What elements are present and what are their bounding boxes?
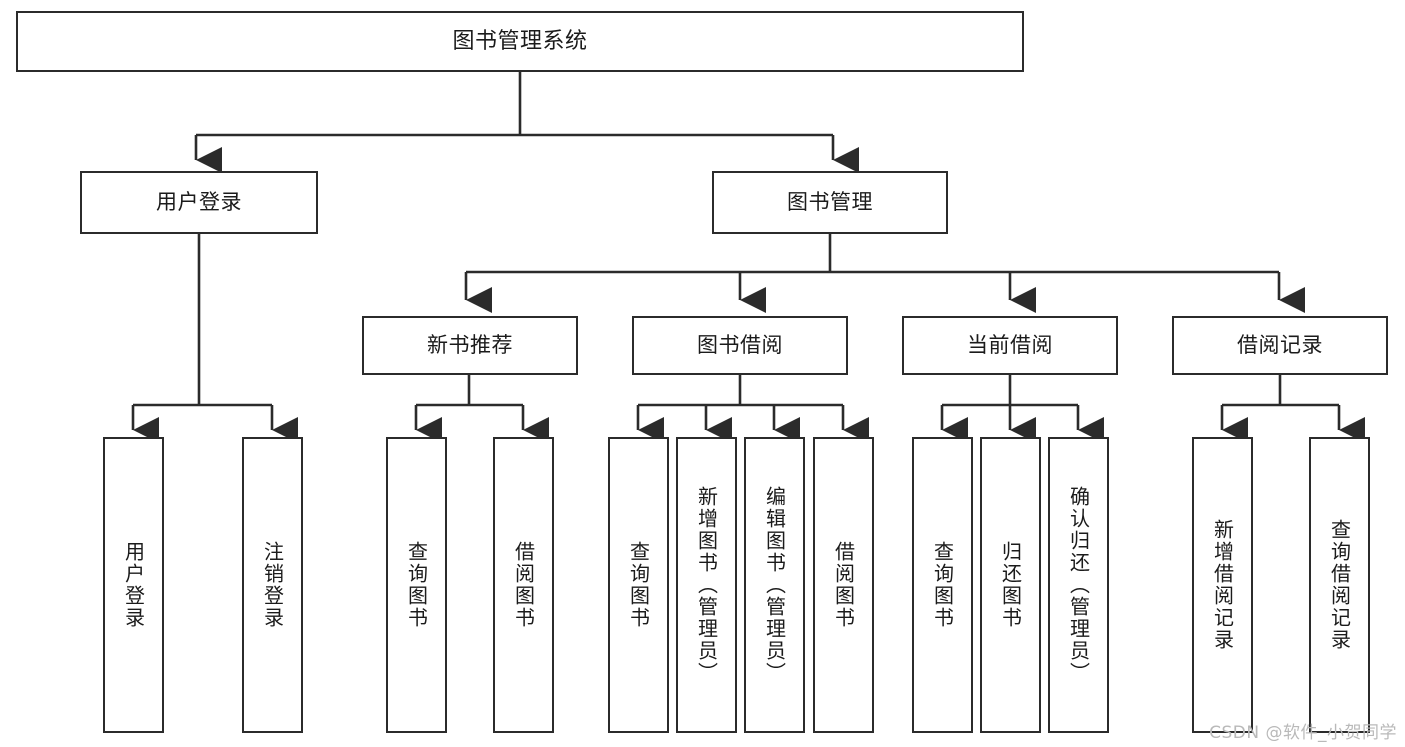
leaf-current-confirm-return-admin[interactable]: 确认归还（管理员） xyxy=(1048,437,1109,733)
node-label: 查询图书 xyxy=(626,541,651,629)
leaf-current-query-book[interactable]: 查询图书 xyxy=(912,437,973,733)
node-label: 归还图书 xyxy=(998,541,1023,629)
node-label: 借阅图书 xyxy=(511,541,536,629)
leaf-borrow-query-book[interactable]: 查询图书 xyxy=(608,437,669,733)
node-label: 查询图书 xyxy=(404,541,429,629)
leaf-borrow-edit-book-admin[interactable]: 编辑图书（管理员） xyxy=(744,437,805,733)
leaf-recommend-query-book[interactable]: 查询图书 xyxy=(386,437,447,733)
node-label: 确认归还（管理员） xyxy=(1066,486,1091,684)
watermark: CSDN @软件_小贺同学 xyxy=(1209,723,1397,743)
node-label: 图书管理系统 xyxy=(452,28,588,54)
leaf-current-return-book[interactable]: 归还图书 xyxy=(980,437,1041,733)
node-label: 查询图书 xyxy=(930,541,955,629)
leaf-recommend-borrow-book[interactable]: 借阅图书 xyxy=(493,437,554,733)
node-label: 当前借阅 xyxy=(967,333,1053,358)
node-book-management[interactable]: 图书管理 xyxy=(712,171,948,234)
leaf-borrow-borrow-book[interactable]: 借阅图书 xyxy=(813,437,874,733)
leaf-user-login-logout[interactable]: 注销登录 xyxy=(242,437,303,733)
leaf-borrow-add-book-admin[interactable]: 新增图书（管理员） xyxy=(676,437,737,733)
leaf-record-query-record[interactable]: 查询借阅记录 xyxy=(1309,437,1370,733)
node-new-book-recommend[interactable]: 新书推荐 xyxy=(362,316,578,375)
node-label: 注销登录 xyxy=(260,541,285,629)
node-borrow-record[interactable]: 借阅记录 xyxy=(1172,316,1388,375)
node-label: 新增图书（管理员） xyxy=(694,486,719,684)
node-current-borrow[interactable]: 当前借阅 xyxy=(902,316,1118,375)
node-label: 编辑图书（管理员） xyxy=(762,486,787,684)
node-label: 用户登录 xyxy=(156,190,242,215)
node-root-system[interactable]: 图书管理系统 xyxy=(16,11,1024,72)
node-user-login[interactable]: 用户登录 xyxy=(80,171,318,234)
node-label: 新增借阅记录 xyxy=(1210,519,1235,651)
node-label: 图书管理 xyxy=(787,190,873,215)
node-label: 查询借阅记录 xyxy=(1327,519,1352,651)
node-label: 借阅图书 xyxy=(831,541,856,629)
leaf-record-add-record[interactable]: 新增借阅记录 xyxy=(1192,437,1253,733)
node-label: 图书借阅 xyxy=(697,333,783,358)
node-label: 借阅记录 xyxy=(1237,333,1323,358)
leaf-user-login-login[interactable]: 用户登录 xyxy=(103,437,164,733)
node-book-borrow[interactable]: 图书借阅 xyxy=(632,316,848,375)
node-label: 用户登录 xyxy=(121,541,146,629)
node-label: 新书推荐 xyxy=(427,333,513,358)
